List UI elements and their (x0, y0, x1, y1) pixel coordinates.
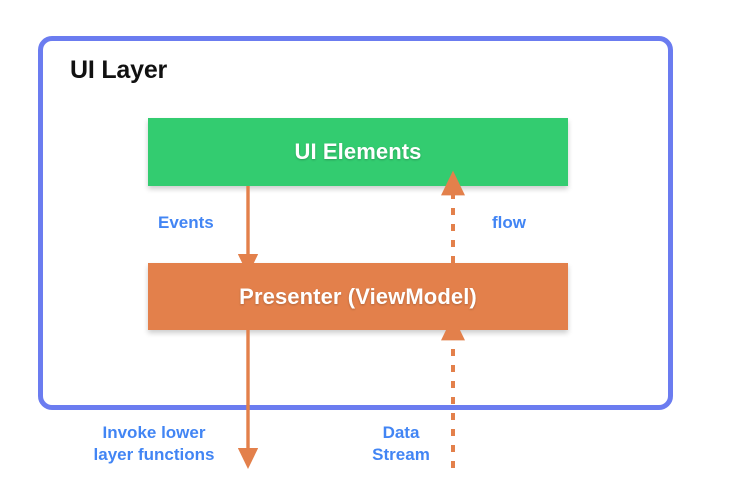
edge-label-invoke-lower-layer: Invoke lower layer functions (93, 423, 215, 464)
edge-label-events: Events (158, 213, 214, 232)
node-presenter-label: Presenter (ViewModel) (239, 283, 477, 309)
ui-layer-title: UI Layer (70, 56, 168, 84)
node-ui-elements-label: UI Elements (294, 139, 422, 164)
ui-layer-container (38, 36, 673, 410)
edge-label-flow: flow (492, 213, 526, 232)
node-presenter[interactable]: Presenter (ViewModel) (148, 263, 568, 330)
edge-label-data-stream: Data Stream (372, 423, 430, 464)
node-ui-elements[interactable]: UI Elements (148, 118, 568, 186)
